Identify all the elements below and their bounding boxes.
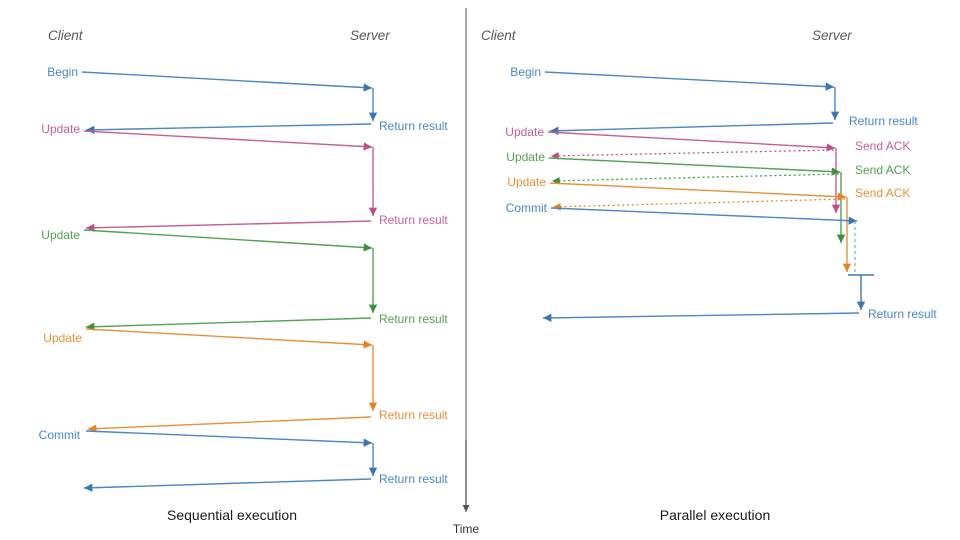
message-label-return-3-left: Return result	[379, 312, 448, 326]
arrow-begin-left	[81, 71, 373, 92]
arrow-return-2-left	[85, 220, 372, 232]
panel-caption-sequential: Sequential execution	[167, 507, 297, 523]
message-return-4-left: Return result	[87, 408, 448, 433]
message-label-return-5-left: Return result	[379, 472, 448, 486]
actor-label-server-right: Server	[812, 28, 852, 43]
arrow-update-3-left	[85, 328, 373, 349]
message-begin-right: Begin	[510, 65, 835, 91]
arrow-return-2-right	[542, 312, 860, 323]
message-label-return-2-left: Return result	[379, 213, 448, 227]
message-label-return-2-right: Return result	[868, 307, 937, 321]
message-label-return-1-left: Return result	[379, 119, 448, 133]
arrow-update-1-right	[547, 131, 836, 152]
message-commit-left: Commit	[39, 428, 373, 447]
message-update-1-left: Update	[41, 122, 373, 151]
message-update-1-right: Update Send ACK	[505, 125, 910, 153]
arrow-update-2-right	[548, 157, 841, 176]
panel-caption-parallel: Parallel execution	[660, 507, 771, 523]
panel-sequential: Client Server Begin Return result Update	[39, 28, 449, 523]
message-label-begin-right: Begin	[510, 65, 541, 79]
message-update-2-right: Update Send ACK	[506, 150, 910, 177]
message-return-2-left: Return result	[85, 213, 448, 232]
message-label-update-1-right: Update	[505, 125, 544, 139]
arrow-update-3-right	[549, 182, 847, 201]
message-return-2-right: Return result	[542, 307, 937, 323]
arrow-ack-2-right	[551, 173, 840, 185]
arrow-commit-right	[550, 207, 858, 225]
message-label-update-3-left: Update	[43, 331, 82, 345]
message-label-ack-1-right: Send ACK	[855, 139, 910, 153]
arrow-return-4-left	[87, 416, 372, 433]
message-label-update-3-right: Update	[507, 175, 546, 189]
message-update-3-left: Update	[43, 328, 373, 349]
arrow-commit-left	[85, 430, 373, 447]
message-update-3-right: Update Send ACK	[507, 175, 910, 201]
message-label-begin-left: Begin	[47, 65, 78, 79]
panel-parallel: Client Server Begin Return result Update…	[481, 28, 937, 523]
message-label-ack-3-right: Send ACK	[855, 186, 910, 200]
message-label-return-1-right: Return result	[849, 114, 918, 128]
message-return-1-left: Return result	[85, 119, 448, 135]
arrow-update-1-left	[83, 130, 373, 151]
actor-label-server-left: Server	[350, 28, 390, 43]
message-begin-left: Begin	[47, 65, 373, 92]
actor-label-client-right: Client	[481, 28, 517, 43]
message-label-update-1-left: Update	[41, 122, 80, 136]
arrow-ack-3-right	[552, 198, 846, 211]
message-label-commit-left: Commit	[39, 428, 81, 442]
arrow-return-1-right	[549, 122, 834, 135]
arrow-begin-right	[544, 71, 835, 91]
arrow-return-1-left	[85, 123, 372, 135]
time-axis-label: Time	[453, 522, 480, 536]
message-label-update-2-right: Update	[506, 150, 545, 164]
message-return-1-right: Return result	[549, 114, 918, 135]
message-return-5-left: Return result	[83, 472, 448, 492]
message-label-return-4-left: Return result	[379, 408, 448, 422]
message-update-2-left: Update	[41, 228, 373, 252]
message-label-ack-2-right: Send ACK	[855, 163, 910, 177]
actor-label-client-left: Client	[48, 28, 84, 43]
message-return-3-left: Return result	[85, 312, 448, 331]
arrow-ack-1-right	[550, 149, 835, 160]
message-label-update-2-left: Update	[41, 228, 80, 242]
message-label-commit-right: Commit	[506, 201, 548, 215]
arrow-update-2-left	[83, 229, 373, 252]
arrow-return-3-left	[85, 317, 372, 331]
arrow-return-5-left	[83, 478, 372, 492]
message-commit-right: Commit	[506, 201, 858, 225]
